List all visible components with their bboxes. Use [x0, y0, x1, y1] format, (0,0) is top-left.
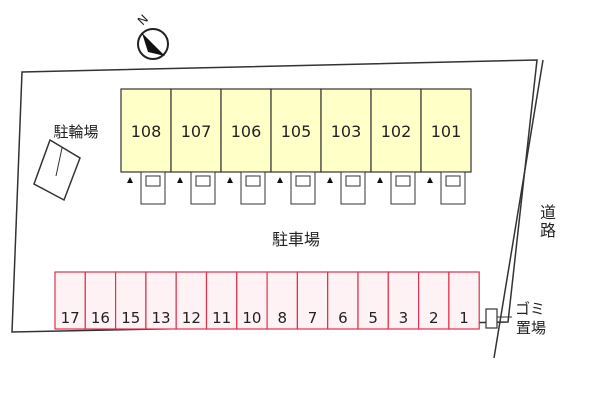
- parking-space-number: 1: [459, 309, 469, 327]
- unit-number: 101: [431, 122, 462, 141]
- parking-space-number: 13: [152, 309, 171, 327]
- entrance-marker-icon: [277, 177, 283, 183]
- parking-space-7: 7: [296, 271, 329, 330]
- entrance-marker-icon: [427, 177, 433, 183]
- road-label-group: 道路: [540, 203, 556, 240]
- parking-space-number: 10: [242, 309, 261, 327]
- parking-space-15: 15: [114, 271, 147, 330]
- north-compass-icon: N: [135, 12, 169, 60]
- entrance-marker-icon: [177, 177, 183, 183]
- parking-space-1: 1: [448, 271, 480, 330]
- entrance-porch: [290, 171, 316, 205]
- entrance-marker-icon: [127, 177, 133, 183]
- parking-space-6: 6: [327, 271, 359, 330]
- parking-space-number: 3: [399, 309, 409, 327]
- parking-space-number: 7: [308, 309, 318, 327]
- parking-space-8: 8: [266, 271, 299, 330]
- unit-number: 107: [181, 122, 212, 141]
- unit-number: 105: [281, 122, 312, 141]
- parking-space-number: 17: [61, 309, 80, 327]
- unit-number: 102: [381, 122, 412, 141]
- parking-space-17: 17: [54, 271, 86, 330]
- entrance-step: [345, 175, 361, 187]
- unit-105: 105: [270, 88, 322, 205]
- bicycle-parking-shed: [33, 138, 81, 202]
- unit-107: 107: [170, 88, 222, 205]
- parking-space-number: 6: [338, 309, 348, 327]
- unit-108: 108: [120, 88, 172, 205]
- apartment-units: 108 107 106 105 103 102 101: [120, 88, 472, 205]
- parking-space-13: 13: [145, 271, 177, 330]
- parking-space-3: 3: [387, 271, 420, 330]
- parking-space-number: 11: [212, 309, 231, 327]
- entrance-step: [445, 175, 461, 187]
- north-label: N: [135, 12, 151, 28]
- entrance-step: [395, 175, 411, 187]
- parking-space-number: 12: [182, 309, 201, 327]
- road-label: 道路: [540, 203, 556, 240]
- entrance-marker-icon: [377, 177, 383, 183]
- parking-space-number: 8: [277, 309, 287, 327]
- parking-space-10: 10: [236, 271, 268, 330]
- unit-101: 101: [420, 88, 472, 205]
- bicycle-parking-label: 駐輪場: [53, 123, 98, 141]
- garbage-label-line2: 置場: [516, 319, 546, 337]
- entrance-step: [145, 175, 161, 187]
- car-parking-label: 駐車場: [272, 230, 320, 249]
- parking-space-number: 16: [91, 309, 110, 327]
- parking-space-12: 12: [175, 271, 208, 330]
- parking-space-5: 5: [357, 271, 389, 330]
- parking-space-number: 15: [121, 309, 140, 327]
- unit-106: 106: [220, 88, 272, 205]
- entrance-marker-icon: [327, 177, 333, 183]
- parking-spaces: 17 16 15 13 12 11 10 8 7 6 5 3 2 1: [54, 271, 480, 330]
- parking-space-number: 2: [429, 309, 439, 327]
- entrance-marker-icon: [227, 177, 233, 183]
- site-boundary: [11, 59, 538, 333]
- parking-space-11: 11: [205, 271, 238, 330]
- unit-number: 106: [231, 122, 262, 141]
- garbage-label-line1: ゴミ: [515, 300, 545, 318]
- parking-space-2: 2: [418, 271, 450, 330]
- entrance-step: [245, 175, 261, 187]
- road-edge-line: [493, 59, 544, 359]
- parking-space-16: 16: [84, 271, 117, 330]
- unit-103: 103: [320, 88, 372, 205]
- unit-102: 102: [370, 88, 422, 205]
- parking-space-number: 5: [368, 309, 378, 327]
- entrance-step: [295, 175, 311, 187]
- garbage-area-box: [485, 308, 498, 329]
- unit-number: 103: [331, 122, 362, 141]
- unit-number: 108: [131, 122, 162, 141]
- entrance-step: [195, 175, 211, 187]
